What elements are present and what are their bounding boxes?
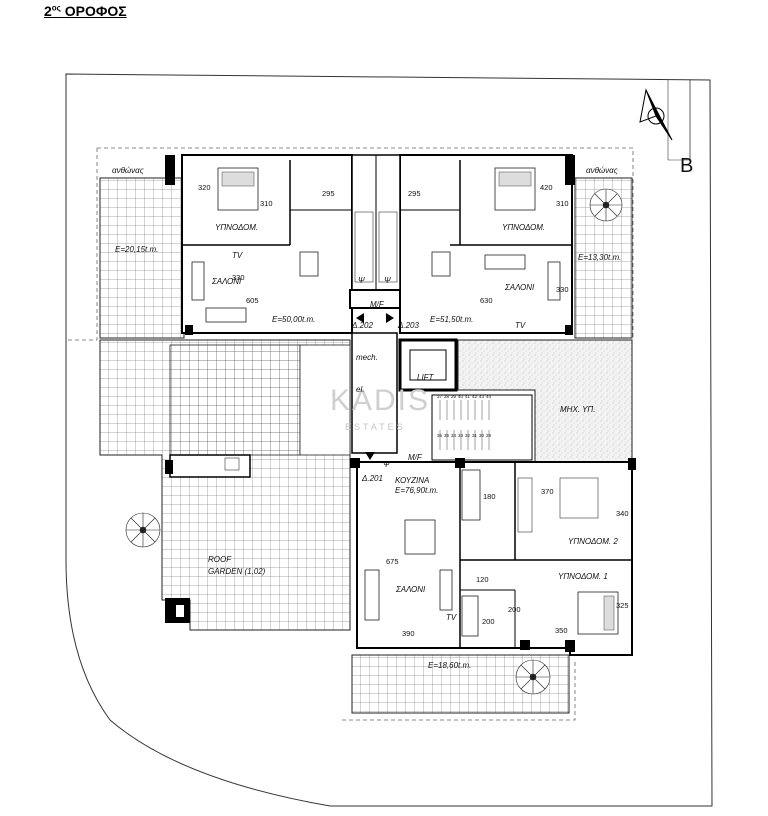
- stair-number: 29: [486, 433, 492, 438]
- dim-675: 675: [386, 557, 399, 566]
- stair-number: 31: [472, 433, 478, 438]
- label-area-bottom-terrace: E=18,60t.m.: [428, 661, 471, 670]
- label-d203: Δ.203: [397, 321, 419, 330]
- stair-number: 32: [465, 433, 471, 438]
- label-ypnodom-2: ΥΠΝΟΔΟΜ. 2: [568, 537, 618, 546]
- stair-number: 44: [486, 394, 492, 399]
- mech-room: [351, 332, 398, 454]
- dim-330a: 330: [232, 273, 245, 282]
- label-psi-2: Ψ: [384, 276, 391, 285]
- sofa-left: [191, 261, 205, 301]
- label-tv-1: TV: [232, 251, 243, 260]
- label-saloni-right: ΣΑΛΟΝΙ: [504, 283, 535, 292]
- label-area-right-terrace: E=13,30t.m.: [578, 253, 621, 262]
- stair-number: 35: [444, 433, 450, 438]
- label-mech-space: ΜΗΧ. ΥΠ.: [560, 405, 595, 414]
- dim-320: 320: [198, 183, 211, 192]
- label-psi-1: Ψ: [358, 276, 365, 285]
- floor-title: 2ος ΟΡΟΦΟΣ: [44, 3, 127, 19]
- dim-340: 340: [616, 509, 629, 518]
- label-anthonas-left: ανθώνας: [112, 166, 144, 175]
- dim-310b: 310: [556, 199, 569, 208]
- lift-shaft: [398, 338, 458, 392]
- label-ypnodom-left: ΥΠΝΟΔΟΜ.: [215, 223, 258, 232]
- stair-number: 34: [451, 433, 457, 438]
- label-ypnodom-right: ΥΠΝΟΔΟΜ.: [502, 223, 545, 232]
- stair-number: 37: [437, 394, 443, 399]
- dim-120: 120: [476, 575, 489, 584]
- label-d202: Δ.202: [351, 321, 373, 330]
- label-anthonas-right: ανθώνας: [586, 166, 618, 175]
- mf-shaft: [349, 289, 401, 309]
- watermark-sub: ESTATES: [345, 422, 406, 432]
- dim-180: 180: [483, 492, 496, 501]
- label-area-apt201: E=76,90t.m.: [395, 486, 438, 495]
- stair-number: 39: [451, 394, 457, 399]
- dim-350: 350: [555, 626, 568, 635]
- dim-420: 420: [540, 183, 553, 192]
- dim-330b: 330: [556, 285, 569, 294]
- stair-number: 42: [472, 394, 478, 399]
- dashed-outline: [68, 147, 634, 721]
- north-arrow-icon: [639, 88, 673, 141]
- label-kouzina: ΚΟΥΖΙΝΑ: [395, 476, 429, 485]
- stair-number: 40: [458, 394, 464, 399]
- sofa-right: [547, 261, 561, 301]
- sofa-main: [364, 569, 380, 621]
- terrace-left: [99, 177, 185, 339]
- dim-630: 630: [480, 296, 493, 305]
- dim-325: 325: [616, 601, 629, 610]
- entry-arrows: [356, 313, 394, 460]
- stair-number: 38: [444, 394, 450, 399]
- label-psi-3: Ψ: [383, 460, 390, 469]
- dining-table: [404, 519, 436, 555]
- label-tv-2: TV: [515, 321, 526, 330]
- north-label: B: [680, 155, 693, 177]
- dim-200b: 200: [482, 617, 495, 626]
- stair-number: 43: [479, 394, 485, 399]
- label-d201: Δ.201: [361, 474, 383, 483]
- dim-370: 370: [541, 487, 554, 496]
- dim-200a: 200: [508, 605, 521, 614]
- spiral-stair-bottom: [515, 659, 551, 695]
- label-area-apt202: E=50,00t.m.: [272, 315, 315, 324]
- spiral-stair-left: [125, 512, 161, 548]
- stair-number: 36: [437, 433, 443, 438]
- label-mech: mech.: [356, 353, 378, 362]
- label-roof-garden-2: GARDEN (1,02): [208, 567, 266, 576]
- apartment-203: [399, 154, 573, 334]
- label-mf-top: M/F: [370, 300, 385, 309]
- label-mf-mid: M/F: [408, 453, 423, 462]
- label-roof-garden-1: ROOF: [208, 555, 232, 564]
- label-saloni-left: ΣΑΛΟΝΙ: [211, 277, 242, 286]
- dim-390: 390: [402, 629, 415, 638]
- label-saloni-main: ΣΑΛΟΝΙ: [395, 585, 426, 594]
- site-boundary: [65, 73, 713, 807]
- dim-295b: 295: [408, 189, 421, 198]
- stair-number: 30: [479, 433, 485, 438]
- spiral-stair-right: [589, 188, 623, 222]
- dim-605: 605: [246, 296, 259, 305]
- label-el: el.: [356, 385, 364, 394]
- watermark-brand: KADIS: [330, 384, 430, 417]
- label-ypnodom-1: ΥΠΝΟΔΟΜ. 1: [558, 572, 608, 581]
- label-lift: LIFT: [417, 373, 435, 382]
- dim-310a: 310: [260, 199, 273, 208]
- label-tv-3: TV: [446, 613, 457, 622]
- stair-number: 41: [465, 394, 471, 399]
- stair-number: 33: [458, 433, 464, 438]
- apartment-202: [181, 154, 353, 334]
- label-area-left-terrace: E=20,15t.m.: [115, 245, 158, 254]
- dim-295a: 295: [322, 189, 335, 198]
- label-area-apt203: E=51,50t.m.: [430, 315, 473, 324]
